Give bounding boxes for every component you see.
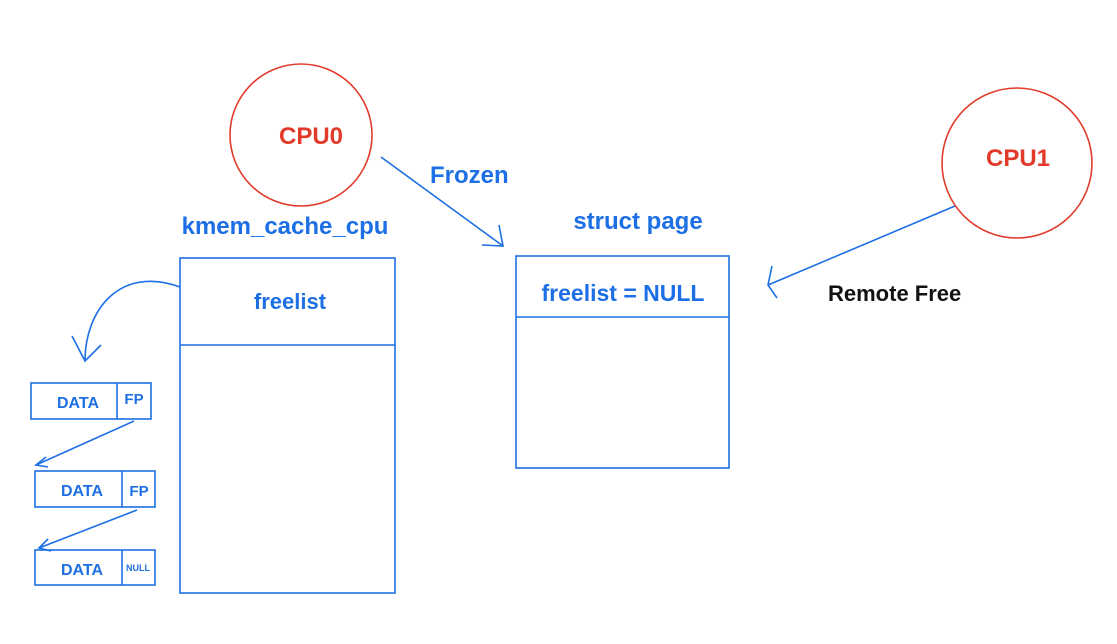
frozen-arrowhead-icon [481, 224, 504, 247]
cpu1-circle [941, 87, 1093, 239]
cpu1-node: CPU1 [941, 87, 1093, 239]
cpu0-node: CPU0 [229, 63, 373, 207]
object-2: DATA FP [34, 470, 156, 508]
object-3-pointer-label: NULL [126, 563, 150, 573]
freelist-pointer-arrowhead-icon [71, 335, 102, 363]
cpu0-circle [229, 63, 373, 207]
struct-page-title: struct page [573, 208, 702, 235]
object-1-next-arrow [34, 420, 135, 468]
frozen-arrow-line [380, 156, 504, 247]
frozen-label: Frozen [430, 162, 509, 189]
remote-free-label: Remote Free [828, 281, 961, 306]
struct-page: struct page freelist = NULL [515, 208, 730, 469]
kmem-cache-cpu-freelist-label: freelist [254, 289, 327, 314]
struct-page-freelist-label: freelist = NULL [542, 280, 705, 306]
kmem-cache-cpu-title: kmem_cache_cpu [182, 213, 389, 240]
object-1-data-label: DATA [57, 395, 100, 412]
kmem-cache-cpu-box [179, 257, 396, 594]
object-1-next-arrowhead-icon [34, 456, 49, 468]
remote-free-arrow [767, 205, 956, 299]
object-1-next-arrow-line [35, 420, 135, 466]
remote-free-arrowhead-icon [767, 265, 778, 299]
freelist-pointer-curve [84, 280, 181, 362]
object-2-next-arrow [37, 509, 138, 552]
frozen-arrow [380, 156, 504, 247]
object-1: DATA FP [30, 382, 152, 420]
object-3-box [34, 549, 156, 586]
freelist-pointer-arrow [71, 280, 181, 363]
object-1-pointer-label: FP [124, 391, 143, 408]
remote-free-arrow-line [767, 205, 956, 286]
object-1-box [30, 382, 152, 420]
kmem-cache-cpu: kmem_cache_cpu freelist [179, 213, 396, 594]
object-2-next-arrow-line [38, 509, 138, 549]
struct-page-box [515, 255, 730, 469]
object-2-box [34, 470, 156, 508]
cpu0-label: CPU0 [279, 123, 343, 150]
object-2-pointer-label: FP [129, 483, 148, 500]
object-3: DATA NULL [34, 549, 156, 586]
object-3-data-label: DATA [61, 562, 104, 579]
object-2-data-label: DATA [61, 483, 104, 500]
cpu1-label: CPU1 [986, 145, 1050, 172]
